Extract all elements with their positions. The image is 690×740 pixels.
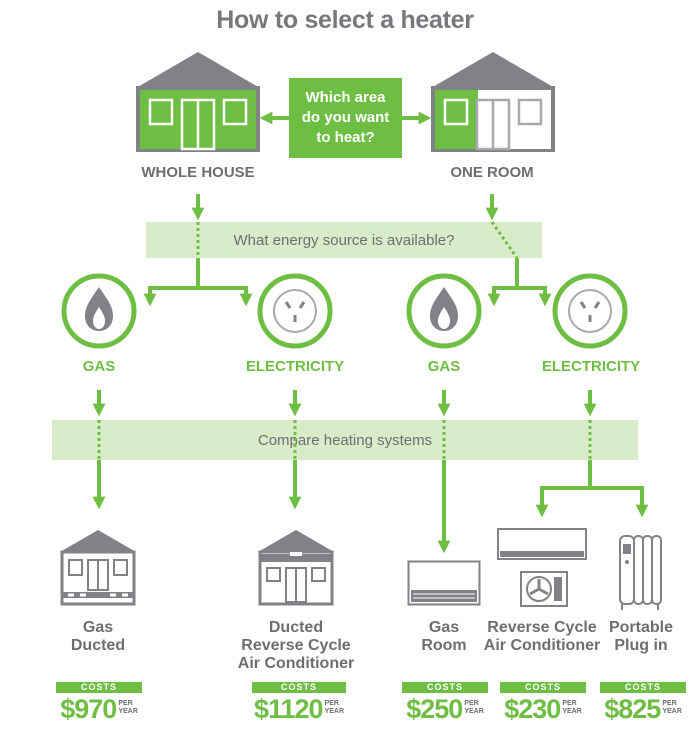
option-label-gas-room: Gas Room [421, 619, 467, 654]
one-room-icon [431, 52, 555, 152]
cost-amount: $250 [406, 694, 463, 724]
gas-ducted-house-icon [60, 530, 136, 606]
question-line-1: Which area [305, 89, 386, 106]
flame-icon [61, 273, 137, 349]
cost-amount: $970 [60, 694, 117, 724]
whole-house-icon [136, 52, 260, 152]
question-line-3: to heat? [316, 129, 375, 146]
source-gas-right: GAS [427, 358, 461, 375]
oil-heater-icon [619, 535, 662, 610]
cost-amount: $1120 [253, 694, 324, 724]
question-box: Which area do you want to heat? [289, 78, 402, 158]
cost-tag: COSTS [500, 682, 586, 693]
cost-tag: COSTS [56, 682, 142, 693]
option-label-gas-ducted: Gas Ducted [70, 619, 126, 654]
page-title: How to select a heater [216, 6, 474, 34]
power-outlet-icon [552, 273, 628, 349]
source-electricity-left: ELECTRICITY [245, 358, 345, 375]
power-outlet-icon [257, 273, 333, 349]
arrow-right-electricity [517, 286, 552, 307]
cost-amount: $230 [504, 694, 561, 724]
option-label-reverse-cycle: Reverse Cycle Air Conditioner [483, 619, 601, 654]
cost-tag: COSTS [600, 682, 686, 693]
flame-icon [406, 273, 482, 349]
compare-systems-text: Compare heating systems [257, 431, 433, 449]
whole-house-label: WHOLE HOUSE [141, 164, 255, 181]
gas-room-heater-icon [407, 560, 481, 606]
cost-amount: $825 [604, 694, 661, 724]
arrow-left-gas [143, 258, 200, 307]
option-label-portable: Portable Plug in [608, 619, 673, 654]
energy-source-band: What energy source is available? [146, 222, 542, 258]
cost-tag: COSTS [252, 682, 346, 693]
cost-tag: COSTS [402, 682, 488, 693]
energy-source-text: What energy source is available? [233, 231, 455, 249]
one-room-label: ONE ROOM [450, 164, 534, 181]
ducted-aircon-house-icon [258, 530, 334, 606]
question-line-2: do you want [301, 109, 390, 126]
air-conditioner-icon [497, 528, 587, 607]
source-gas-left: GAS [82, 358, 116, 375]
arrow-right-gas [487, 258, 519, 307]
arrow-left-electricity [198, 286, 253, 307]
source-electricity-right: ELECTRICITY [541, 358, 641, 375]
compare-systems-band: Compare heating systems [52, 420, 638, 460]
option-label-ducted-reverse-cycle: Ducted Reverse Cycle Air Conditioner [237, 619, 355, 672]
